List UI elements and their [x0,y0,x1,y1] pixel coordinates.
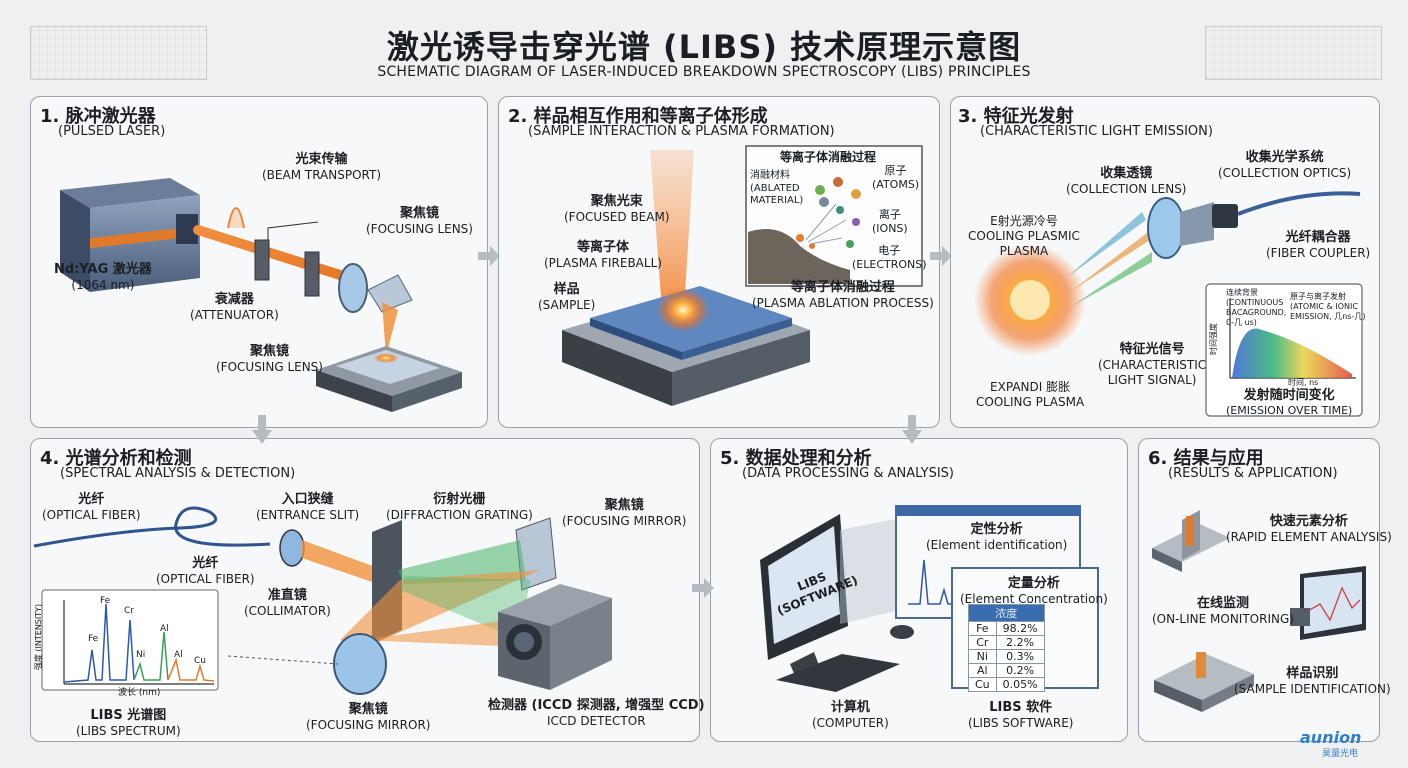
page-title: 激光诱导击穿光谱 (LIBS) 技术原理示意图 [386,28,1022,66]
beam-transport-label: 光束传输(BEAM TRANSPORT) [262,152,382,183]
panel6-heading: 6. 结果与应用 [1148,448,1264,469]
qualitative-analysis-label: 定性分析(Element identification) [926,522,1068,553]
nd-yag-laser-graphic [60,178,200,292]
plasma-fireball-label: 等离子体(PLASMA FIREBALL) [544,240,662,271]
libs-software-label: LIBS 软件(LIBS SOFTWARE) [968,700,1074,731]
atoms-label: 原子(ATOMS) [872,164,920,191]
focusing-mirror-bottom-label: 聚焦镜(FOCUSING MIRROR) [306,702,431,733]
corner-decoration-left [30,26,207,80]
peak-label-cr: Cr [124,606,134,616]
panel4-heading: 4. 光谱分析和检测 [40,448,192,469]
fiber-coupler-label: 光纤耦合器(FIBER COUPLER) [1266,230,1371,261]
collection-lens-graphic [1147,197,1185,259]
concentration-header: 浓度 [968,604,1045,622]
emission-x-axis-label: 时间, ns [1288,378,1319,387]
sample-identification-label: 样品识别(SAMPLE IDENTIFICATION) [1234,666,1391,697]
attenuator-label: 衰减器(ATTENUATOR) [190,292,279,323]
ions-label: 离子(IONS) [872,208,908,235]
keyboard-graphic [776,654,900,692]
focusing-mirror-graphic [333,633,387,695]
panel3-heading: 3. 特征光发射 [958,106,1074,127]
panel4-subheading: (SPECTRAL ANALYSIS & DETECTION) [60,466,296,481]
table-cell: 0.3% [995,649,1045,664]
online-monitoring-label: 在线监测(ON-LINE MONITORING) [1152,596,1294,627]
spectrum-plot-box [41,589,219,691]
page-subtitle: SCHEMATIC DIAGRAM OF LASER-INDUCED BREAK… [377,64,1031,80]
table-cell: 98.2% [995,621,1045,636]
emission-over-time-label: 发射随时间变化(EMISSION OVER TIME) [1226,388,1353,418]
focused-beam-label: 聚焦光束(FOCUSED BEAM) [564,194,670,225]
peak-label-fe1: Fe [88,634,99,644]
panel5-heading: 5. 数据处理和分析 [720,448,872,469]
panel3-subheading: (CHARACTERISTIC LIGHT EMISSION) [980,124,1213,139]
flow-arrows [252,246,952,598]
libs-spectrum-label: LIBS 光谱图(LIBS SPECTRUM) [76,708,181,739]
iccd-detector-label: 检测器 (ICCD 探测器, 增强型 CCD)ICCD DETECTOR [488,698,705,729]
company-logo-cn: 昊量光电 [1322,749,1359,759]
emission-y-axis-label: 时间强度 [1209,323,1218,355]
sample-identification-graphic [1154,652,1254,712]
panel1-subheading: (PULSED LASER) [58,124,166,139]
laser-label: Nd:YAG 激光器(1064 nm) [54,262,152,293]
collection-optics-label: 收集光学系统(COLLECTION OPTICS) [1218,150,1352,181]
collection-lens-label: 收集透镜(COLLECTION LENS) [1066,166,1187,197]
table-cell: 0.05% [995,677,1045,692]
sample-label: 样品(SAMPLE) [538,282,596,313]
peak-label-cu: Cu [194,656,206,666]
spectrum-x-axis-label: 波长 (nm) [118,688,161,698]
table-cell: Fe [968,621,997,636]
company-logo: aunion [1300,728,1362,747]
ablation-particles [796,177,861,249]
focusing-mirror-top-label: 聚焦镜(FOCUSING MIRROR) [562,498,687,529]
peak-label-al1: Al [160,624,169,634]
ablation-process-label: 等离子体消融过程(PLASMA ABLATION PROCESS) [752,280,934,311]
peak-label-al2: Al [174,650,183,660]
diffraction-grating-label: 衍射光栅(DIFFRACTION GRATING) [386,492,533,523]
peak-label-ni: Ni [136,650,146,660]
table-cell: Cr [968,635,997,650]
optical-fiber-label: 光纤(OPTICAL FIBER) [42,492,141,523]
panel1-heading: 1. 脉冲激光器 [40,106,156,127]
panel6-subheading: (RESULTS & APPLICATION) [1168,466,1338,481]
spectrum-y-axis-label: 强度 (INTENSITY) [34,603,44,671]
inset-title: 等离子体消融过程 [780,150,877,164]
focusing-lens-2-label: 聚焦镜(FOCUSING LENS) [216,344,323,375]
iccd-detector-graphic [498,584,612,690]
panel5-subheading: (DATA PROCESSING & ANALYSIS) [742,466,955,481]
quantitative-analysis-label: 定量分析(Element Concentration) [960,576,1108,607]
optical-fiber-2-label: 光纤(OPTICAL FIBER) [156,556,255,587]
table-cell: Cu [968,677,997,692]
attenuator-graphic [254,239,320,297]
entrance-slit-label: 入口狭缝(ENTRANCE SLIT) [256,492,360,523]
online-monitor-graphic [1290,566,1366,640]
table-cell: Ni [968,649,997,664]
focusing-lens-graphic [338,263,368,313]
rapid-analysis-label: 快速元素分析(RAPID ELEMENT ANALYSIS) [1226,514,1392,545]
peak-label-fe2: Fe [100,596,111,606]
rapid-analysis-graphic [1152,510,1230,572]
table-cell: 0.2% [995,663,1045,678]
table-cell: 2.2% [995,635,1045,650]
mouse-graphic [890,625,914,639]
electrons-label: 电子(ELECTRONS) [852,244,927,271]
panel2-subheading: (SAMPLE INTERACTION & PLASMA FORMATION) [528,124,835,139]
focusing-lens-label: 聚焦镜(FOCUSING LENS) [366,206,473,237]
corner-decoration-right [1205,26,1382,80]
computer-label: 计算机(COMPUTER) [812,700,889,731]
table-cell: Al [968,663,997,678]
panel2-heading: 2. 样品相互作用和等离子体形成 [508,106,768,127]
collimator-label: 准直镜(COLLIMATOR) [244,588,331,619]
